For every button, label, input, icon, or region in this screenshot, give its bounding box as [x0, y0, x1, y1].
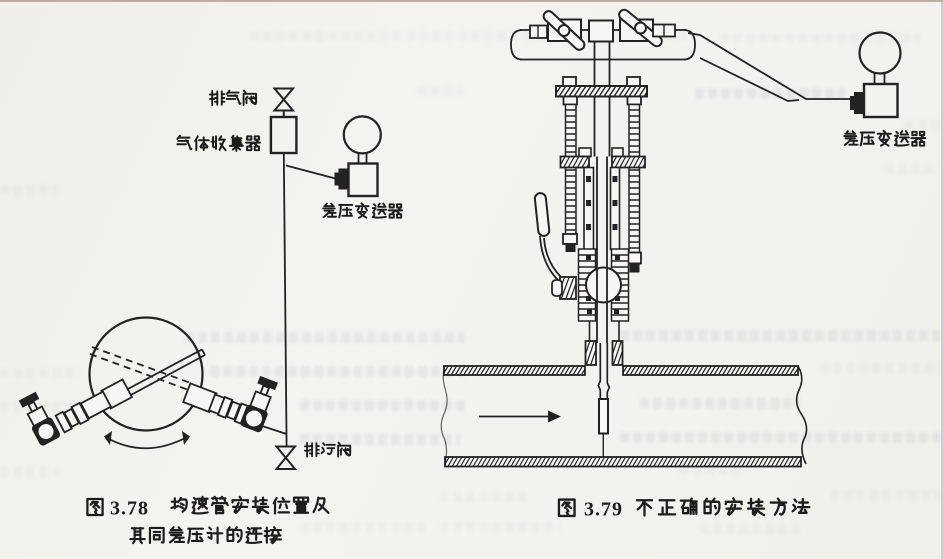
- svg-text:3.78: 3.78: [110, 498, 149, 520]
- svg-text:3.79: 3.79: [584, 499, 623, 521]
